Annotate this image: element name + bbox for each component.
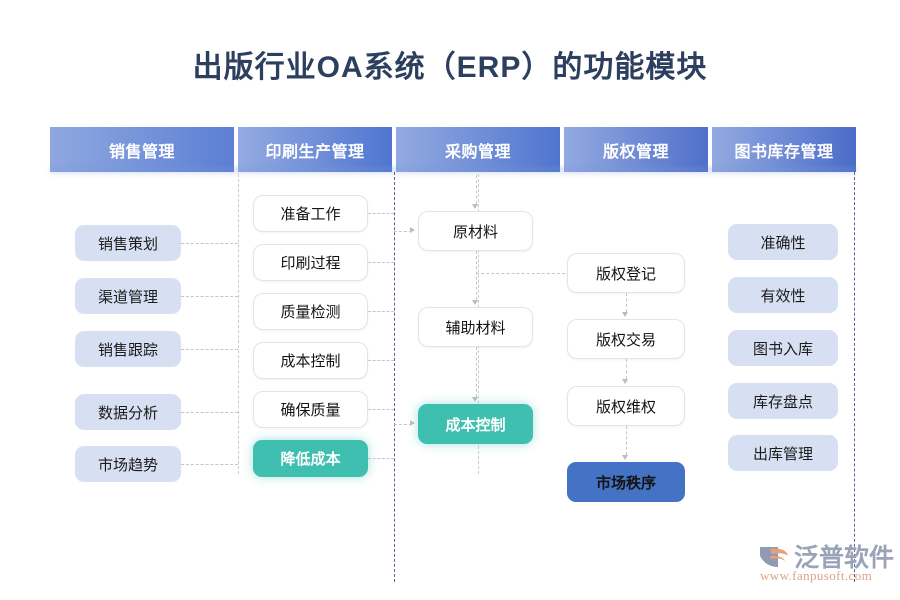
node-reduce-cost[interactable]: 降低成本 — [253, 440, 368, 477]
node-data-analysis[interactable]: 数据分析 — [75, 394, 181, 430]
flow-arrow-into-market-order — [622, 455, 628, 460]
column-header-printing[interactable]: 印刷生产管理 — [238, 127, 392, 172]
watermark-brand: 泛普软件 — [794, 544, 895, 572]
connector-market-trend — [181, 464, 238, 465]
node-market-order[interactable]: 市场秩序 — [567, 462, 685, 502]
node-sales-tracking[interactable]: 销售跟踪 — [75, 331, 181, 367]
page-title: 出版行业OA系统（ERP）的功能模块 — [192, 51, 708, 84]
node-sales-planning[interactable]: 销售策划 — [75, 225, 181, 261]
node-accuracy[interactable]: 准确性 — [728, 224, 838, 260]
node-quality-check[interactable]: 质量检测 — [253, 293, 368, 330]
node-outbound-mgmt[interactable]: 出库管理 — [728, 435, 838, 471]
connector-sales-tracking — [181, 349, 238, 350]
connector-reduce-cost-right — [368, 458, 394, 459]
watermark-url: www.fanpusoft.com — [760, 568, 873, 583]
flow-line-prot-to-order — [626, 426, 627, 455]
connector-raw-to-copyright — [476, 273, 565, 274]
node-cost-control-proc[interactable]: 成本控制 — [418, 404, 533, 444]
guide-line-sales-printing — [238, 174, 239, 474]
divider-inventory-right — [854, 172, 855, 582]
connector-divider-to-raw — [394, 231, 412, 232]
node-validity[interactable]: 有效性 — [728, 277, 838, 313]
node-copyright-protection[interactable]: 版权维权 — [567, 386, 685, 426]
flow-arrow-left-into-raw — [410, 227, 415, 233]
column-header-sales[interactable]: 销售管理 — [50, 127, 234, 172]
node-preparation[interactable]: 准备工作 — [253, 195, 368, 232]
flow-arrow-left-into-cost — [410, 420, 415, 426]
connector-print-process-right — [368, 262, 394, 263]
fanpu-logo-icon — [760, 547, 788, 567]
column-header-copyright[interactable]: 版权管理 — [564, 127, 708, 172]
node-market-trend[interactable]: 市场趋势 — [75, 446, 181, 482]
connector-sales-planning — [181, 243, 238, 244]
connector-data-analysis — [181, 412, 238, 413]
node-copyright-registration[interactable]: 版权登记 — [567, 253, 685, 293]
column-header-procurement[interactable]: 采购管理 — [396, 127, 560, 172]
flow-line-top-to-raw — [476, 175, 477, 204]
node-auxiliary-material[interactable]: 辅助材料 — [418, 307, 533, 347]
flow-arrow-into-protection — [622, 379, 628, 384]
flow-line-auxiliary-to-cost — [476, 347, 477, 397]
node-cost-control-p[interactable]: 成本控制 — [253, 342, 368, 379]
connector-divider-to-cost — [394, 424, 412, 425]
divider-printing-procurement — [394, 172, 395, 582]
header-band-shadow — [50, 167, 856, 177]
node-book-inbound[interactable]: 图书入库 — [728, 330, 838, 366]
node-channel-mgmt[interactable]: 渠道管理 — [75, 278, 181, 314]
node-raw-material[interactable]: 原材料 — [418, 211, 533, 251]
node-stock-count[interactable]: 库存盘点 — [728, 383, 838, 419]
flow-arrow-into-auxiliary — [472, 300, 478, 305]
column-header-inventory[interactable]: 图书库存管理 — [712, 127, 856, 172]
connector-preparation-right — [368, 213, 394, 214]
node-ensure-quality[interactable]: 确保质量 — [253, 391, 368, 428]
node-print-process[interactable]: 印刷过程 — [253, 244, 368, 281]
connector-ensure-quality-right — [368, 409, 394, 410]
node-copyright-trading[interactable]: 版权交易 — [567, 319, 685, 359]
connector-quality-check-right — [368, 311, 394, 312]
watermark-logo: 泛普软件 www.fanpusoft.com — [758, 538, 894, 588]
flow-line-raw-to-auxiliary — [476, 251, 477, 300]
flow-line-trading-to-prot — [626, 359, 627, 379]
flow-arrow-into-trading — [622, 312, 628, 317]
connector-channel-mgmt — [181, 296, 238, 297]
flow-line-reg-to-trading — [626, 293, 627, 312]
flow-arrow-into-raw — [472, 204, 478, 209]
connector-cost-control-right — [368, 360, 394, 361]
module-header-band: 销售管理 印刷生产管理 采购管理 版权管理 图书库存管理 — [50, 127, 856, 172]
flow-arrow-into-cost — [472, 397, 478, 402]
